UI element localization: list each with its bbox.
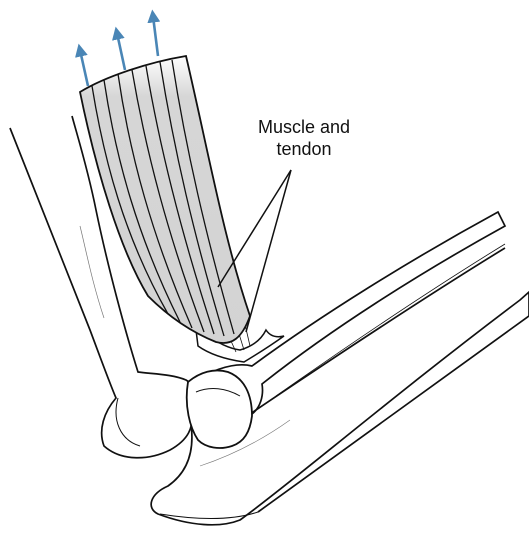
radial-head (187, 370, 252, 448)
structure-label: Muscle and tendon (232, 116, 376, 160)
label-line-1: Muscle and (232, 116, 376, 138)
leader-line-tendon (246, 170, 291, 332)
pull-arrow-icon (80, 50, 88, 86)
leader-line-muscle (218, 170, 291, 287)
pull-arrow-icon (153, 16, 158, 56)
label-line-2: tendon (232, 138, 376, 160)
pull-arrow-icon (117, 33, 125, 70)
